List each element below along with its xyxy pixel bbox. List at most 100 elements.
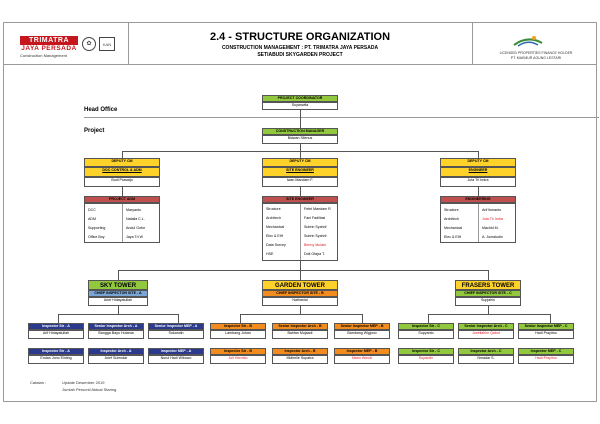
section-project: Project <box>84 128 105 134</box>
inspector-role: Inspector Str - C <box>398 348 454 355</box>
deputy-name: Juta Tri Indra <box>440 177 516 187</box>
notes-line-2: Jumlah Personil Aktual Staring. <box>62 387 118 392</box>
table-divider <box>478 204 479 242</box>
table-cell: HSE <box>266 252 274 256</box>
inspector-name: Bambang Wigjono <box>334 330 390 339</box>
tower-chief: CHIEF INSPECTOR SITE - A <box>88 290 148 297</box>
company-tagline: Construction Management <box>20 53 67 58</box>
connector <box>300 270 301 280</box>
table-divider <box>300 204 301 260</box>
tower-name: SKY TOWER <box>88 280 148 290</box>
engineering-table: Structure Arif Ikmanto Architech Juta Tr… <box>440 203 516 243</box>
tower-name: FRASERS TOWER <box>455 280 521 290</box>
connector <box>488 306 489 314</box>
deputy-title: DEPUTY CM <box>262 158 338 167</box>
table-cell: Office Boy <box>88 235 105 239</box>
company-logo: TRIMATRA <box>20 36 78 45</box>
connector <box>58 314 59 323</box>
connector <box>240 314 362 315</box>
table-cell: Benny Mulato <box>304 243 326 247</box>
inspector-name: Sukandin <box>148 330 204 339</box>
table-cell: DCC <box>88 208 96 212</box>
inspector-name: Hadi Prayitno <box>518 330 574 339</box>
tower-person: Supjahin <box>455 297 521 306</box>
connector <box>300 261 301 270</box>
inspector-name: Supardin <box>398 355 454 364</box>
certification-icon: KAN <box>99 37 115 51</box>
deputy-title: DEPUTY CM <box>440 158 516 167</box>
inspector-name: Hadi Prayitno <box>518 355 574 364</box>
inspector-name: Nurul Hadi Wibowo <box>148 355 204 364</box>
page-title: 2.4 - STRUCTURE ORGANIZATION <box>209 31 391 43</box>
connector <box>300 187 301 196</box>
connector <box>300 110 301 128</box>
table-cell: Elec & ElH <box>266 234 284 238</box>
inspector-role: Inspector Str - B <box>210 348 266 355</box>
inspector-name: Mario Wendi <box>334 355 390 364</box>
connector <box>428 314 429 323</box>
inspector-role: Inspector Str - A <box>28 323 84 330</box>
header-divider <box>3 64 597 65</box>
deputy-sub: SITE ENGINEER <box>262 167 338 177</box>
client-line-2: PT. MAKMUR AGUNG LESTARI <box>510 56 562 60</box>
table-cell: Mechanical <box>266 225 285 229</box>
table-divider <box>122 204 123 242</box>
seal-icon: ✿ <box>82 37 96 51</box>
inspector-role: Senior Inspector MEP - C <box>518 323 574 330</box>
site-engineer-table: Structure Febri Mandam R Architech Fani … <box>262 203 338 261</box>
inspector-name: Arif Hidayatullah <box>28 330 84 339</box>
client-line-1: LICENSED PROPERTIES FINANCE HOLDER <box>499 51 573 55</box>
tower-person: Nathanial <box>262 297 338 306</box>
section-head-office: Head Office <box>84 107 118 113</box>
inspector-name: Arief Sulendar <box>88 355 144 364</box>
inspector-role: Senior Inspector MEP - A <box>148 323 204 330</box>
inspector-role: Inspector Arch - B <box>272 348 328 355</box>
inspector-role: Inspector Str - B <box>210 323 266 330</box>
deputy-name: Iwan Mandam F. <box>262 177 338 187</box>
site-engineer-title: SITE ENGINEER <box>262 196 338 203</box>
inspector-role: Inspector MEP - C <box>518 348 574 355</box>
tower-name: GARDEN TOWER <box>262 280 338 290</box>
connector <box>550 314 551 323</box>
table-cell: Jaya Tri W <box>126 235 143 239</box>
table-cell: Structure <box>444 208 459 212</box>
table-cell: Andul Gofur <box>126 226 146 230</box>
header-divider-right <box>472 22 473 64</box>
inspector-role: Inspector Str - A <box>28 348 84 355</box>
project-adm-table: DCC Maryanto ADM Natalia C.L. Supporting… <box>84 203 160 243</box>
inspector-name: Joseliahim Qabot <box>458 330 514 339</box>
table-cell: Elec & ElH <box>444 235 462 239</box>
page-subtitle: CONSTRUCTION MANAGEMENT : PT. TRIMATRA J… <box>221 45 379 51</box>
connector <box>240 314 241 323</box>
inspector-role: Senior Inspector Arch - B <box>272 323 328 330</box>
connector <box>478 187 479 196</box>
inspector-role: Inspector MEP - B <box>334 348 390 355</box>
table-cell: Structure <box>266 207 281 211</box>
tower-person: Arief Hidayatullah <box>88 297 148 306</box>
table-cell: Mechanical <box>444 226 463 230</box>
table-cell: Architech <box>444 217 459 221</box>
connector <box>478 151 479 158</box>
deputy-sub: ENGINEER <box>440 167 516 177</box>
inspector-role: Senior Inspector Arch - C <box>458 323 514 330</box>
connector <box>58 314 178 315</box>
connector <box>362 314 363 323</box>
table-cell: Natalia C.L. <box>126 217 145 221</box>
deputy-name: Budi Prasatjo <box>84 177 160 187</box>
connector <box>118 270 119 280</box>
table-cell: Arif Ikmanto <box>482 208 502 212</box>
table-cell: ADM <box>88 217 96 221</box>
deputy-sub: DOC CONTROL & ADM <box>84 167 160 177</box>
table-cell: Juta Tri Indra <box>482 217 503 221</box>
table-cell: Subrin Syahril <box>304 234 327 238</box>
connector <box>122 151 478 152</box>
connector <box>118 306 119 314</box>
table-cell: Febri Mandam R <box>304 207 331 211</box>
table-cell: Machid M. <box>482 226 499 230</box>
table-cell: Subrin Syahril <box>304 225 327 229</box>
header-divider-left <box>128 22 129 64</box>
tower-chief: CHIEF INSPECTOR SITE - B <box>262 290 338 297</box>
table-cell: Architech <box>266 216 281 220</box>
inspector-name: Midhelle Supatra <box>272 355 328 364</box>
section-separator <box>84 117 599 118</box>
